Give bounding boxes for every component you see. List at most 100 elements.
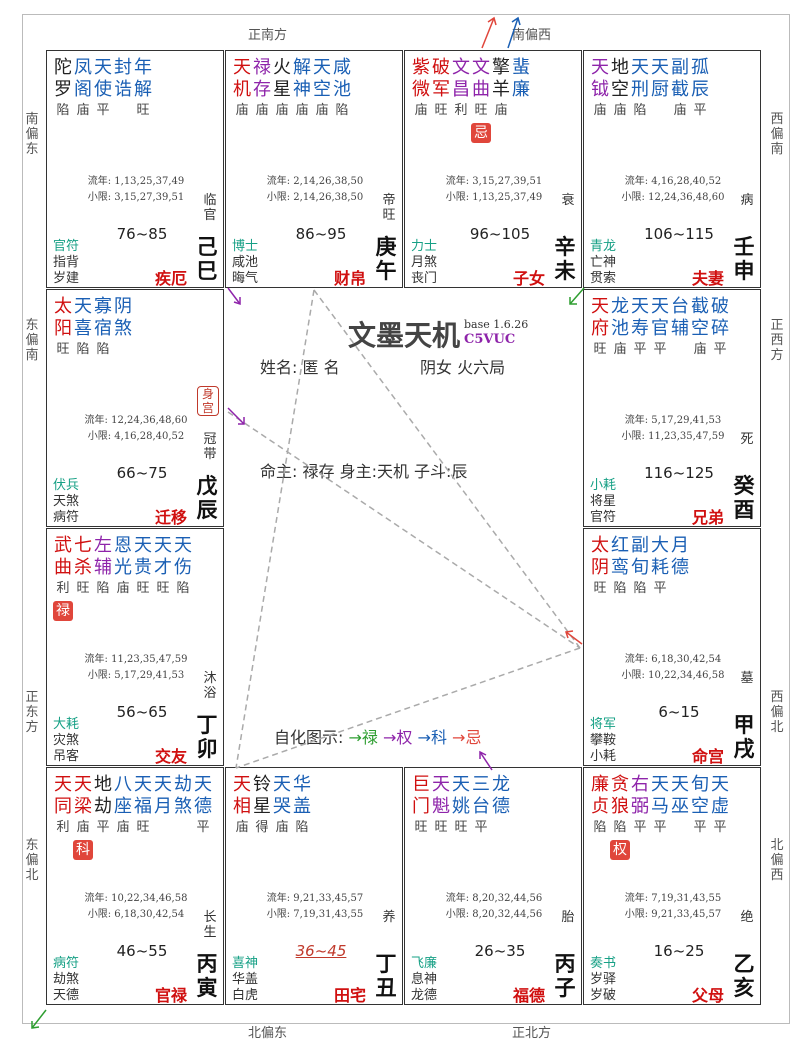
- star-char-bottom: 阴: [591, 557, 609, 578]
- god-boshi: 官符: [53, 239, 80, 254]
- star-char-top: 天: [273, 774, 291, 795]
- star: 封诰: [113, 57, 133, 121]
- star-char-top: 天: [134, 535, 152, 556]
- star-char-top: 太: [591, 535, 609, 556]
- star-brightness: 陷: [96, 342, 110, 357]
- star: 天虚平: [710, 774, 730, 860]
- star-char-bottom: 截: [671, 79, 689, 100]
- app-title: 文墨天机: [348, 319, 461, 352]
- star-list: 天同利天梁庙科地劫平八座庙天福旺天月劫煞天德平: [53, 774, 213, 860]
- star-brightness: 平: [196, 820, 210, 835]
- xiaoxian: 小限: 5,17,29,41,53: [87, 670, 185, 681]
- star-brightness: 陷: [56, 103, 70, 118]
- liunian: 流年: 12,24,36,48,60: [84, 415, 188, 426]
- xiaoxian: 小限: 6,18,30,42,54: [87, 909, 185, 920]
- star-char-top: 天: [134, 774, 152, 795]
- star-char-top: 劫: [174, 774, 192, 795]
- god-boshi: 将军: [590, 717, 617, 732]
- star-brightness: 利: [56, 820, 70, 835]
- star-char-bottom: 神: [293, 79, 311, 100]
- star: 禄存庙: [252, 57, 272, 121]
- star-char-top: 天: [74, 774, 92, 795]
- star-char-bottom: 阳: [54, 318, 72, 339]
- direction-right-1: 西偏南: [770, 112, 784, 157]
- palace-name: 财帛: [333, 269, 366, 288]
- star: 蜚廉: [511, 57, 531, 143]
- star: 龙池庙: [610, 296, 630, 360]
- god-suiqian: 岁建: [53, 271, 80, 286]
- star-brightness: 旺: [434, 820, 448, 835]
- star-char-top: 铃: [253, 774, 271, 795]
- star-brightness: 平: [633, 820, 647, 835]
- star-char-top: 截: [691, 296, 709, 317]
- star-char-top: 天: [194, 774, 212, 795]
- star: 七杀旺: [73, 535, 93, 621]
- xiaoxian: 小限: 12,24,36,48,60: [621, 192, 725, 203]
- star-brightness: 陷: [633, 103, 647, 118]
- star-char-bottom: 狼: [611, 796, 629, 817]
- direction-top-left: 正南方: [248, 28, 288, 43]
- changsheng-stage: 长生: [203, 910, 217, 940]
- god-suiqian: 天德: [53, 988, 80, 1003]
- direction-right-4: 北偏西: [770, 838, 784, 883]
- star-char-top: 孤: [691, 57, 709, 78]
- star: 天魁旺: [431, 774, 451, 838]
- palace-8[interactable]: 天同利天梁庙科地劫平八座庙天福旺天月劫煞天德平流年: 10,22,34,46,5…: [46, 767, 224, 1005]
- god-suiqian: 晦气: [232, 271, 259, 286]
- star-brightness: 陷: [335, 103, 349, 118]
- star: 天钺庙: [590, 57, 610, 121]
- star-char-bottom: 旬: [631, 557, 649, 578]
- ganzhi: 辛未: [554, 235, 576, 283]
- sihua-lu: 禄: [361, 728, 378, 747]
- star: 天伤陷: [173, 535, 193, 621]
- star-char-top: 太: [54, 296, 72, 317]
- star-brightness: 平: [474, 820, 488, 835]
- star-char-top: 龙: [492, 774, 510, 795]
- star-list: 天钺庙地空庙天刑陷天厨副截庙孤辰平: [590, 57, 710, 121]
- star-char-bottom: 魁: [432, 796, 450, 817]
- star-char-top: 寡: [94, 296, 112, 317]
- star-brightness: 庙: [693, 342, 707, 357]
- liunian: 流年: 7,19,31,43,55: [624, 893, 722, 904]
- palace-6[interactable]: 武曲利禄七杀旺左辅陷恩光庙天贵旺天才旺天伤陷流年: 11,23,35,47,59…: [46, 528, 224, 766]
- star-brightness: 陷: [96, 581, 110, 596]
- star-char-bottom: 空: [691, 796, 709, 817]
- liunian: 流年: 6,18,30,42,54: [624, 654, 722, 665]
- star-char-top: 左: [94, 535, 112, 556]
- daxian-range: 116~125: [644, 464, 714, 482]
- star-char-bottom: 罗: [54, 79, 72, 100]
- palace-name: 子女: [512, 269, 545, 288]
- direction-top-right: 南偏西: [512, 28, 552, 43]
- star-brightness: 陷: [633, 581, 647, 596]
- ganzhi: 丙寅: [196, 952, 218, 1000]
- star-brightness: 平: [96, 103, 110, 118]
- god-boshi: 病符: [53, 956, 80, 971]
- ganzhi: 甲戌: [733, 713, 755, 761]
- star-brightness: 平: [653, 342, 667, 357]
- star: 天空庙: [312, 57, 332, 121]
- direction-right-2: 正西方: [770, 318, 784, 363]
- star-brightness: 陷: [613, 820, 627, 835]
- daxian-range: 106~115: [644, 225, 714, 243]
- star-char-bottom: 马: [651, 796, 669, 817]
- star: 天同利: [53, 774, 73, 860]
- name-line: 姓名: 匿 名: [260, 358, 340, 377]
- star-list: 巨门旺天魁旺天姚旺三台平龙德: [411, 774, 511, 838]
- god-suiqian: 吊客: [53, 749, 80, 764]
- star-char-bottom: 福: [134, 796, 152, 817]
- star-brightness: 旺: [434, 103, 448, 118]
- god-boshi: 博士: [232, 239, 259, 254]
- star-char-bottom: 诰: [114, 79, 132, 100]
- star: 天官平: [650, 296, 670, 360]
- star: 廉贞陷: [590, 774, 610, 860]
